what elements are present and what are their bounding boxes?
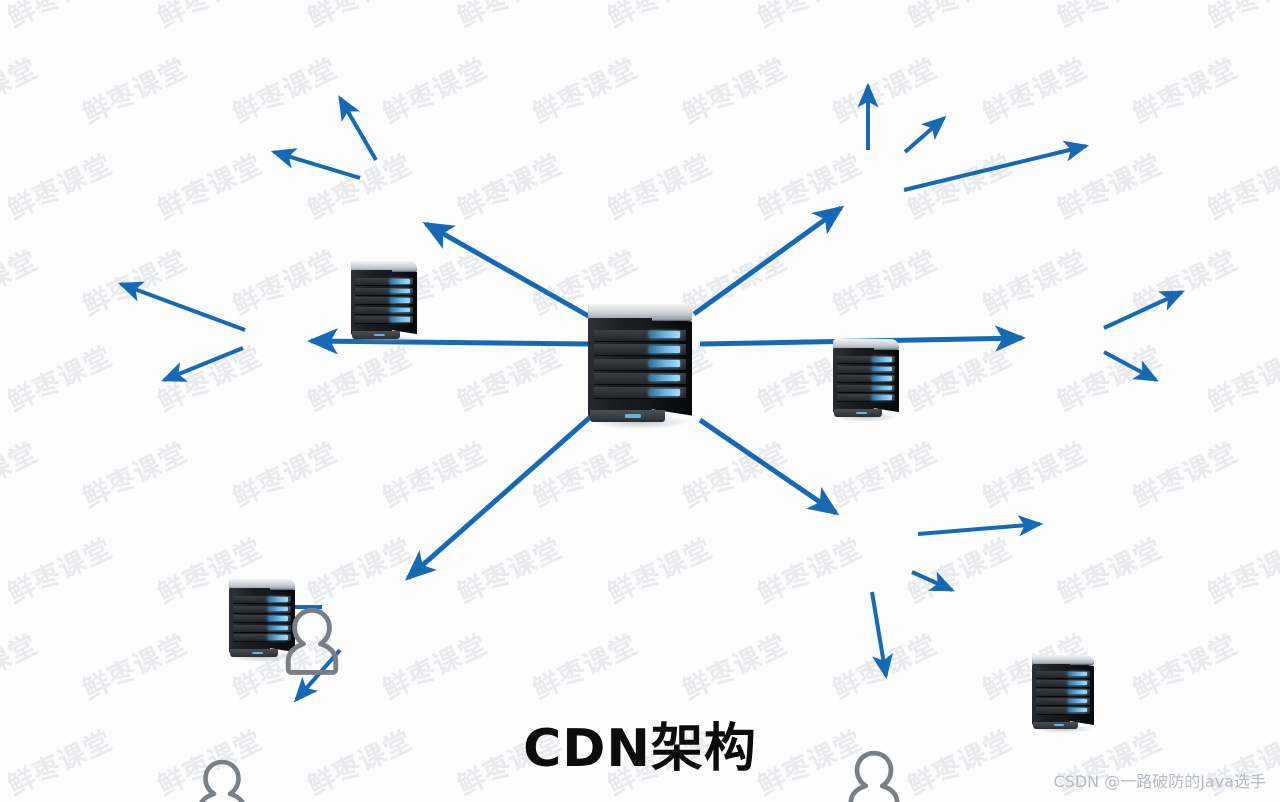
server-drive-bays — [836, 356, 896, 402]
server-drive-bays — [594, 329, 686, 399]
server-top-panel — [588, 304, 692, 321]
user-silhouette — [199, 759, 245, 802]
server-led-bay — [1035, 680, 1091, 688]
server-base — [352, 331, 400, 339]
server-led-bay — [594, 373, 686, 385]
server-top-panel — [1032, 655, 1094, 666]
server-led-bay — [836, 394, 896, 402]
server-led-bay — [232, 615, 292, 623]
server-top-panel — [351, 261, 417, 272]
diagram-title: CDN架构 — [523, 719, 757, 779]
server-led-bay — [1035, 689, 1091, 697]
server-led-bay — [232, 596, 292, 604]
server-led-bay — [354, 278, 414, 286]
user-icon-user-1 — [278, 604, 346, 680]
server-icon-origin — [588, 304, 692, 430]
server-top-panel — [229, 579, 295, 590]
server-led-bay — [1035, 671, 1091, 679]
server-led-bay — [836, 365, 896, 373]
user-silhouette — [285, 607, 339, 675]
server-icon-edge-tr — [833, 339, 899, 422]
server-shadow — [1033, 724, 1093, 734]
server-led-bay — [354, 297, 414, 305]
user-icon-user-2 — [190, 756, 254, 802]
server-led-bay — [836, 375, 896, 383]
server-icon-edge-r — [1032, 655, 1094, 734]
server-base — [1033, 721, 1078, 729]
server-base — [590, 410, 665, 422]
user-icon-user-3 — [841, 747, 907, 802]
server-led-bay — [594, 344, 686, 356]
server-led-bay — [354, 306, 414, 314]
server-led-bay — [594, 329, 686, 341]
server-led-bay — [594, 358, 686, 370]
server-base — [230, 649, 278, 657]
server-icon-edge-tl — [351, 261, 417, 344]
server-led-bay — [232, 624, 292, 632]
server-base — [834, 409, 882, 417]
server-led-bay — [232, 634, 292, 642]
server-drive-bays — [1035, 671, 1091, 715]
server-led-bay — [836, 384, 896, 392]
server-led-bay — [354, 316, 414, 324]
author-credit: CSDN @一路破防的Java选手 — [1053, 772, 1266, 791]
user-silhouette — [848, 750, 900, 802]
server-led-bay — [1035, 707, 1091, 715]
server-led-bay — [594, 387, 686, 399]
server-drive-bays — [354, 278, 414, 324]
server-led-bay — [836, 356, 896, 364]
server-led-bay — [354, 287, 414, 295]
server-led-bay — [1035, 698, 1091, 706]
